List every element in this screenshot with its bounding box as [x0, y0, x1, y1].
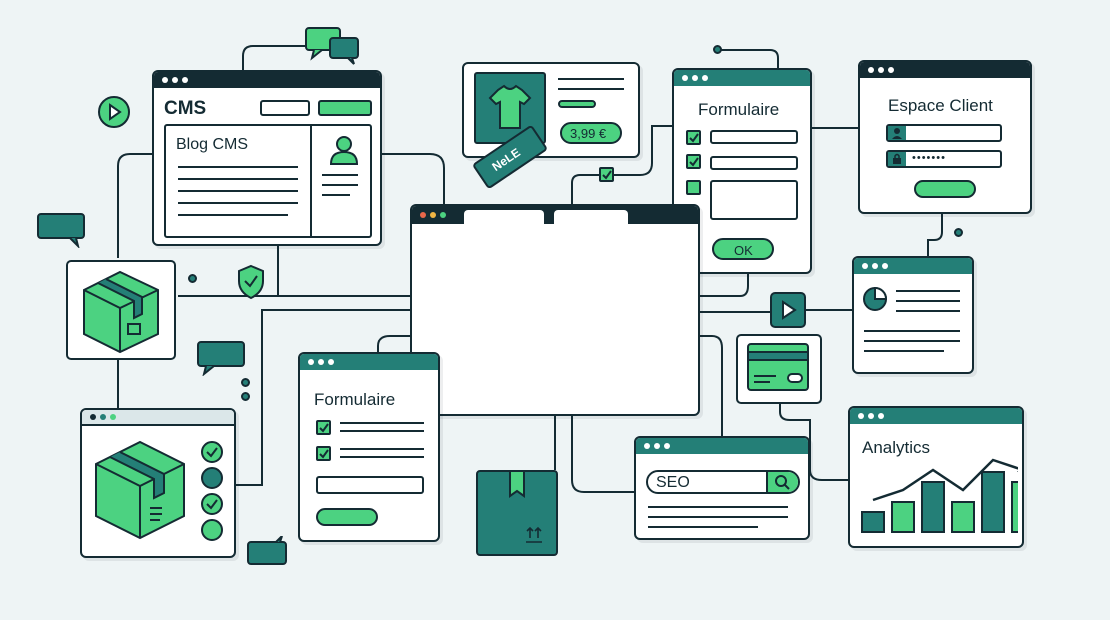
credit-card-icon: [747, 343, 809, 391]
trend-line: [872, 458, 1018, 502]
checkbox[interactable]: [686, 180, 701, 195]
connector-node: [713, 45, 722, 54]
cms-content-panel: Blog CMS: [164, 124, 372, 238]
form-field[interactable]: [710, 156, 798, 170]
cms-title: CMS: [164, 98, 207, 119]
password-field[interactable]: •••••••: [886, 150, 1002, 168]
connector-node: [954, 228, 963, 237]
chat-bubble-icon: [197, 341, 245, 376]
analytics-bar: [861, 511, 885, 533]
title-bar: [300, 354, 438, 370]
checkbox-checked[interactable]: [316, 446, 331, 461]
seo-window: SEO: [634, 436, 810, 540]
report-window: [852, 256, 974, 374]
cms-field[interactable]: [260, 100, 310, 116]
form-title: Formulaire: [314, 390, 396, 409]
payment-card-tile: [736, 334, 822, 404]
chat-bubble-icon: [247, 536, 287, 565]
pie-chart-icon: [863, 286, 888, 311]
login-button[interactable]: [914, 180, 976, 198]
analytics-bar: [981, 471, 1005, 533]
analytics-chart: [861, 458, 1018, 533]
checkbox-checked[interactable]: [686, 154, 701, 169]
checkbox-checked[interactable]: [686, 130, 701, 145]
tshirt-icon: [488, 84, 532, 129]
submit-button[interactable]: [316, 508, 378, 526]
package-icon: [95, 440, 185, 540]
chat-bubble-icon: [37, 213, 85, 248]
connector-node: [188, 274, 197, 283]
user-avatar-icon: [329, 136, 359, 165]
seo-search-input[interactable]: SEO: [646, 470, 800, 494]
blog-title: Blog CMS: [176, 136, 249, 153]
checkbox-checked[interactable]: [316, 420, 331, 435]
play-icon[interactable]: [770, 292, 806, 328]
trend-arrow-icon: [1017, 471, 1018, 472]
connector-node: [241, 392, 250, 401]
analytics-title: Analytics: [862, 438, 931, 457]
form-title: Formulaire: [698, 100, 780, 119]
cms-window: CMS Blog CMS: [152, 70, 382, 246]
title-bar: [674, 70, 810, 86]
connector-node: [241, 378, 250, 387]
product-card: 3,99 €: [462, 62, 640, 158]
checkbox-icon: [599, 167, 614, 182]
analytics-bar: [951, 501, 975, 533]
username-field[interactable]: [886, 124, 1002, 142]
cms-button[interactable]: [318, 100, 372, 116]
title-bar: [82, 410, 234, 426]
title-bar: [154, 72, 380, 88]
form-field[interactable]: [710, 130, 798, 144]
title-bar: [860, 62, 1030, 78]
user-icon: [892, 128, 902, 139]
product-image: [474, 72, 546, 144]
browser-tab[interactable]: [464, 210, 544, 224]
browser-tab[interactable]: [554, 210, 628, 224]
analytics-window: Analytics: [848, 406, 1024, 548]
title-bar: [636, 438, 808, 454]
chat-bubbles-icon: [305, 27, 359, 65]
ok-button[interactable]: OK: [712, 238, 774, 260]
form-textarea[interactable]: [710, 180, 798, 220]
package-icon: [83, 270, 159, 354]
client-area-window: Espace Client •••••••: [858, 60, 1032, 214]
analytics-bar: [891, 501, 915, 533]
form-field[interactable]: [316, 476, 424, 494]
price-badge: 3,99 €: [560, 122, 622, 144]
package-window: [80, 408, 236, 558]
form-window-bottom: Formulaire: [298, 352, 440, 542]
title-bar: [854, 258, 972, 274]
shipping-box-icon: [509, 472, 542, 543]
play-icon[interactable]: [96, 94, 132, 130]
client-title: Espace Client: [888, 96, 993, 115]
lock-icon: [893, 153, 901, 164]
title-bar: [850, 408, 1022, 424]
analytics-bar: [921, 481, 945, 533]
main-browser-window: [410, 204, 700, 416]
analytics-bar: [1011, 481, 1018, 533]
shield-icon: [238, 264, 264, 300]
title-bar: [412, 206, 698, 224]
search-icon[interactable]: [768, 472, 798, 492]
status-checks: [201, 441, 223, 541]
shipping-box-tile: [476, 470, 558, 556]
package-tile: [66, 260, 176, 360]
